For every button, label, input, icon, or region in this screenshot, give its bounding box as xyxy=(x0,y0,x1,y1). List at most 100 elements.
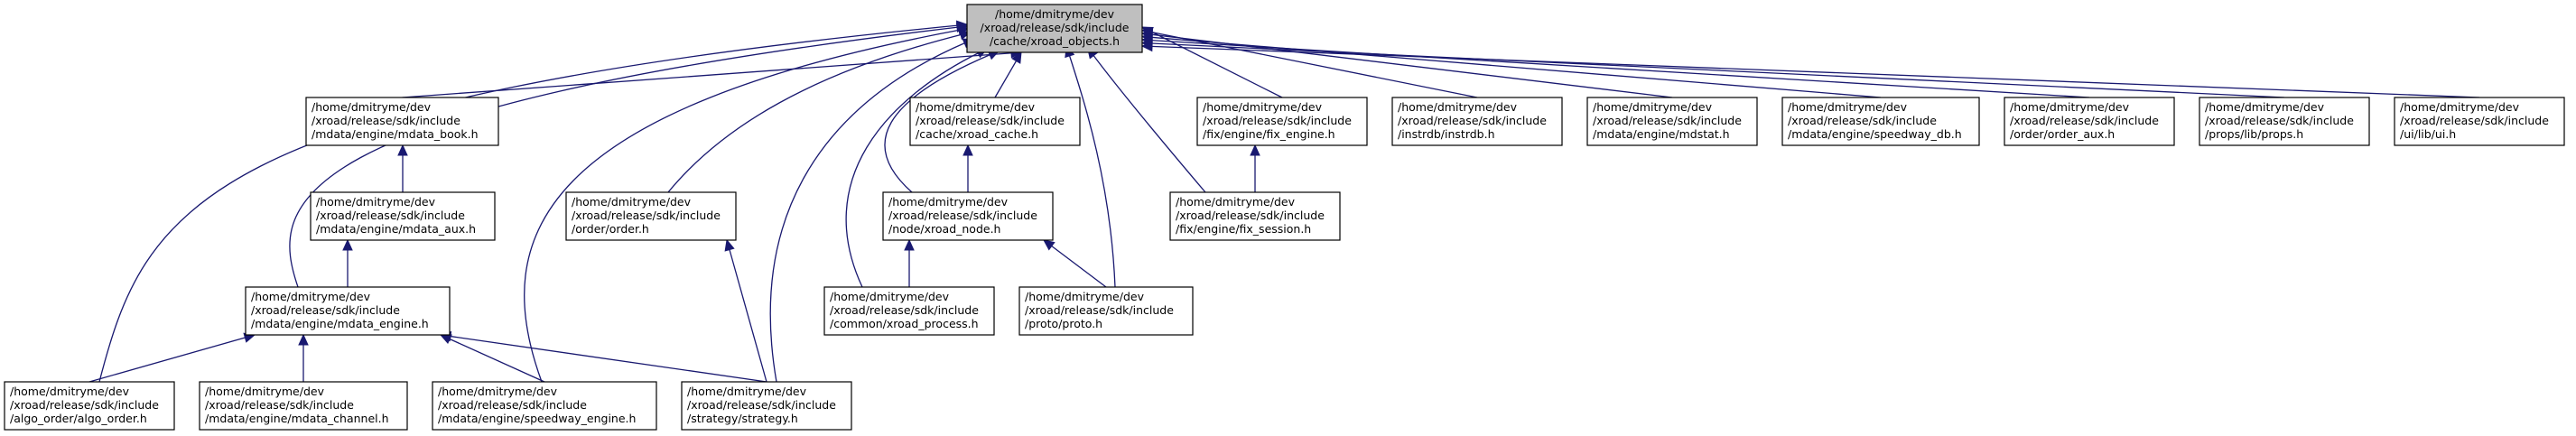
node-mdata-engine[interactable]: /home/dmitryme/dev/xroad/release/sdk/inc… xyxy=(245,286,451,336)
node-label-line: /home/dmitryme/dev xyxy=(10,385,130,398)
node-label-line: /xroad/release/sdk/include xyxy=(1788,114,1937,127)
edge-fix-engine-to-xroad-objects xyxy=(1140,26,1283,98)
edge-fix-session-to-fix-engine-arrowhead xyxy=(1250,144,1260,156)
node-label-line: /xroad/release/sdk/include xyxy=(830,303,979,317)
node-label-line: /xroad/release/sdk/include xyxy=(438,398,587,412)
edge-speedway-db-to-xroad-objects xyxy=(1140,32,1882,98)
node-xroad-objects[interactable]: /home/dmitryme/dev/xroad/release/sdk/inc… xyxy=(966,4,1143,53)
node-box xyxy=(1196,97,1368,146)
edge-order-aux-to-xroad-objects-line xyxy=(1150,39,2090,98)
node-label-line: /home/dmitryme/dev xyxy=(1203,100,1323,114)
node-label-line: /cache/xroad_cache.h xyxy=(916,127,1038,141)
node-label-line: /mdata/engine/mdata_channel.h xyxy=(205,412,389,425)
edge-mdata-aux-to-mdata-book-arrowhead xyxy=(397,144,408,156)
node-box xyxy=(1169,191,1341,241)
node-mdstat[interactable]: /home/dmitryme/dev/xroad/release/sdk/inc… xyxy=(1586,97,1758,146)
edge-mdata-engine-to-xroad-objects xyxy=(289,22,969,288)
node-box xyxy=(2199,97,2370,146)
node-label-line: /xroad/release/sdk/include xyxy=(1203,114,1352,127)
node-label-line: /xroad/release/sdk/include xyxy=(916,114,1065,127)
node-fix-engine[interactable]: /home/dmitryme/dev/xroad/release/sdk/inc… xyxy=(1196,97,1368,146)
edge-strategy-to-order-line xyxy=(729,248,767,383)
node-label-line: /xroad/release/sdk/include xyxy=(687,398,836,412)
node-xroad-cache[interactable]: /home/dmitryme/dev/xroad/release/sdk/inc… xyxy=(909,97,1081,146)
edge-mdata-engine-to-mdata-aux-arrowhead xyxy=(342,238,353,251)
edge-proto-to-xroad-node xyxy=(1043,239,1107,288)
node-label-line: /mdata/engine/speedway_db.h xyxy=(1788,127,1962,141)
edge-xroad-node-to-xroad-objects-line xyxy=(884,53,992,193)
edge-xroad-process-to-xroad-objects xyxy=(845,48,989,288)
edge-fix-session-to-xroad-objects xyxy=(1086,46,1206,193)
node-box xyxy=(245,286,451,336)
node-strategy[interactable]: /home/dmitryme/dev/xroad/release/sdk/inc… xyxy=(681,381,852,431)
edge-algo-order-to-mdata-engine-line xyxy=(88,337,246,383)
edge-algo-order-to-xroad-objects-line xyxy=(98,24,960,383)
node-label-line: /home/dmitryme/dev xyxy=(251,290,371,303)
edge-xroad-cache-to-xroad-objects-line xyxy=(994,60,1018,98)
edge-fix-engine-to-xroad-objects-line xyxy=(1149,30,1283,98)
edge-ui-to-xroad-objects-line xyxy=(1150,45,2480,98)
node-label-line: /xroad/release/sdk/include xyxy=(2400,114,2549,127)
node-xroad-process[interactable]: /home/dmitryme/dev/xroad/release/sdk/inc… xyxy=(823,286,995,336)
node-label-line: /props/lib/props.h xyxy=(2205,127,2303,141)
edge-xroad-process-to-xroad-objects-line xyxy=(845,51,981,288)
node-label-line: /fix/engine/fix_engine.h xyxy=(1203,127,1335,141)
node-label-line: /home/dmitryme/dev xyxy=(1593,100,1713,114)
node-box xyxy=(4,381,175,431)
node-label-line: /home/dmitryme/dev xyxy=(438,385,558,398)
node-instrdb[interactable]: /home/dmitryme/dev/xroad/release/sdk/inc… xyxy=(1391,97,1563,146)
edge-proto-to-xroad-objects-line xyxy=(1068,53,1116,288)
node-speedway-db[interactable]: /home/dmitryme/dev/xroad/release/sdk/inc… xyxy=(1781,97,1980,146)
node-box xyxy=(305,97,499,146)
node-box xyxy=(1018,286,1194,336)
node-order-aux[interactable]: /home/dmitryme/dev/xroad/release/sdk/inc… xyxy=(2004,97,2175,146)
node-label-line: /home/dmitryme/dev xyxy=(1788,100,1908,114)
node-label-line: /xroad/release/sdk/include xyxy=(312,114,460,127)
node-order[interactable]: /home/dmitryme/dev/xroad/release/sdk/inc… xyxy=(565,191,737,241)
node-label-line: /xroad/release/sdk/include xyxy=(1593,114,1742,127)
edge-order-to-xroad-objects-line xyxy=(667,33,963,193)
node-box xyxy=(1781,97,1980,146)
nodes-layer: /home/dmitryme/dev/xroad/release/sdk/inc… xyxy=(4,4,2565,431)
edge-strategy-to-xroad-objects-line xyxy=(769,42,967,383)
node-algo-order[interactable]: /home/dmitryme/dev/xroad/release/sdk/inc… xyxy=(4,381,175,431)
node-mdata-channel[interactable]: /home/dmitryme/dev/xroad/release/sdk/inc… xyxy=(199,381,408,431)
node-label-line: /ui/lib/ui.h xyxy=(2400,127,2456,141)
node-box xyxy=(2004,97,2175,146)
edge-algo-order-to-mdata-engine xyxy=(88,332,256,383)
node-label-line: /home/dmitryme/dev xyxy=(316,195,436,209)
node-box xyxy=(199,381,408,431)
node-mdata-aux[interactable]: /home/dmitryme/dev/xroad/release/sdk/inc… xyxy=(310,191,496,241)
node-ui[interactable]: /home/dmitryme/dev/xroad/release/sdk/inc… xyxy=(2394,97,2565,146)
node-fix-session[interactable]: /home/dmitryme/dev/xroad/release/sdk/inc… xyxy=(1169,191,1341,241)
edge-mdata-engine-to-xroad-objects-line xyxy=(289,26,960,288)
node-speedway-engine[interactable]: /home/dmitryme/dev/xroad/release/sdk/inc… xyxy=(432,381,657,431)
node-label-line: /xroad/release/sdk/include xyxy=(888,209,1037,222)
edge-mdata-book-to-xroad-objects xyxy=(402,48,1023,98)
node-label-line: /mdata/engine/mdata_aux.h xyxy=(316,222,476,236)
edge-xroad-process-to-xroad-node xyxy=(904,238,915,287)
node-xroad-node[interactable]: /home/dmitryme/dev/xroad/release/sdk/inc… xyxy=(882,191,1054,241)
node-label-line: /home/dmitryme/dev xyxy=(205,385,325,398)
node-label-line: /home/dmitryme/dev xyxy=(1398,100,1518,114)
node-proto[interactable]: /home/dmitryme/dev/xroad/release/sdk/inc… xyxy=(1018,286,1194,336)
node-label-line: /home/dmitryme/dev xyxy=(572,195,692,209)
node-box xyxy=(432,381,657,431)
node-box xyxy=(565,191,737,241)
node-props[interactable]: /home/dmitryme/dev/xroad/release/sdk/inc… xyxy=(2199,97,2370,146)
edge-order-aux-to-xroad-objects xyxy=(1140,34,2090,98)
edge-proto-to-xroad-node-arrowhead xyxy=(1043,239,1056,251)
edges-layer xyxy=(88,20,2480,383)
node-label-line: /home/dmitryme/dev xyxy=(1176,195,1296,209)
node-label-line: /xroad/release/sdk/include xyxy=(251,303,400,317)
edge-proto-to-xroad-node-line xyxy=(1050,245,1107,288)
edge-xroad-node-to-xroad-cache-arrowhead xyxy=(963,144,973,156)
node-label-line: /node/xroad_node.h xyxy=(888,222,1000,236)
node-label-line: /proto/proto.h xyxy=(1025,317,1102,330)
node-mdata-book[interactable]: /home/dmitryme/dev/xroad/release/sdk/inc… xyxy=(305,97,499,146)
edge-fix-session-to-xroad-objects-line xyxy=(1092,53,1206,193)
edge-ui-to-xroad-objects xyxy=(1140,41,2480,98)
node-label-line: /xroad/release/sdk/include xyxy=(1025,303,1174,317)
node-label-line: /fix/engine/fix_session.h xyxy=(1176,222,1311,236)
node-label-line: /common/xroad_process.h xyxy=(830,317,979,330)
